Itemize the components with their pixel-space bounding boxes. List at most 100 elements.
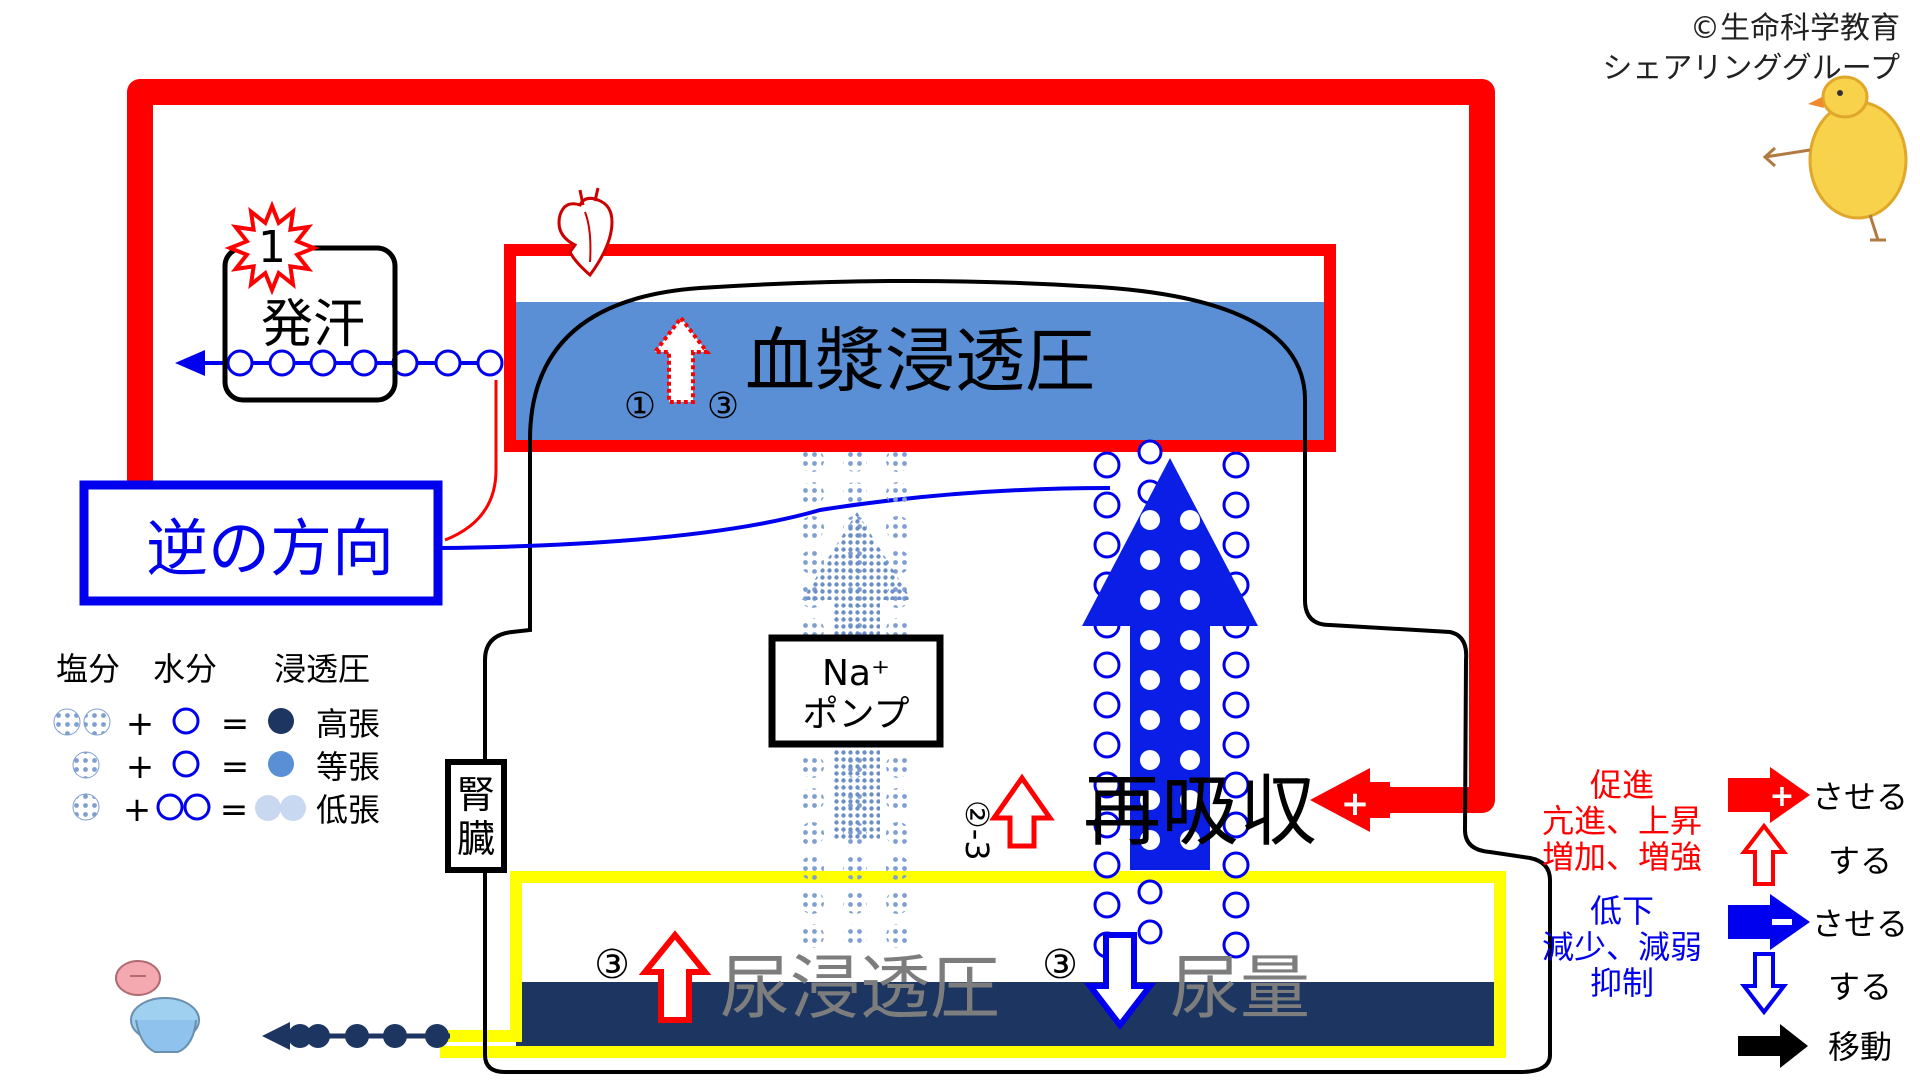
arrow-water-dot bbox=[1140, 750, 1160, 770]
legend-cause-up-arrow bbox=[1728, 767, 1810, 823]
kidney-outline bbox=[483, 278, 1552, 1074]
heart-icon bbox=[557, 187, 614, 278]
blue-connector bbox=[439, 486, 1111, 550]
legend-promote-do: する bbox=[1828, 842, 1892, 880]
legend-cause-down-arrow bbox=[1728, 894, 1810, 950]
arrow-water-dot bbox=[1140, 830, 1160, 850]
water-molecule bbox=[1137, 439, 1163, 465]
water-molecule bbox=[1222, 651, 1250, 679]
legend-row3-plus: + bbox=[123, 790, 152, 830]
legend-decrease-detail2: 抑制 bbox=[1590, 964, 1654, 1002]
water-molecule bbox=[1093, 451, 1121, 479]
water-droplet bbox=[226, 349, 254, 377]
legend-move-arrow bbox=[1738, 1024, 1808, 1068]
arrow-water-dot bbox=[1140, 670, 1160, 690]
legend-do-down-arrow bbox=[1739, 952, 1789, 1016]
red-connector bbox=[444, 380, 498, 542]
water-reabsorption-arrow bbox=[1082, 458, 1258, 870]
osmolarity-legend: 塩分 水分 浸透圧 + = 高張 + = 等張 + = 低張 bbox=[53, 650, 380, 830]
na-pump-box bbox=[768, 634, 944, 748]
plasma-fill bbox=[516, 302, 1324, 440]
urine-osm-label: 尿浸透圧 bbox=[720, 947, 1000, 1029]
water-molecule bbox=[1093, 531, 1121, 559]
water-molecule bbox=[1093, 771, 1121, 799]
sodium-particle bbox=[886, 754, 910, 778]
water-molecule bbox=[1093, 651, 1121, 679]
urine-vol-step: ③ bbox=[1042, 942, 1078, 988]
legend-row1-eq: = bbox=[221, 704, 250, 744]
water-molecule bbox=[1222, 931, 1250, 959]
sodium-particle bbox=[886, 482, 910, 506]
copyright-line2: シェアリンググループ bbox=[1602, 51, 1900, 86]
legend-row3-eq: = bbox=[220, 790, 249, 830]
sodium-particle bbox=[886, 890, 910, 914]
arrow-water-dot bbox=[1140, 790, 1160, 810]
arrow-water-dots bbox=[1140, 510, 1200, 850]
sodium-particle bbox=[886, 788, 910, 812]
legend-row1-result: 高張 bbox=[316, 705, 380, 743]
sodium-particle bbox=[843, 448, 867, 472]
sweat-arrowhead bbox=[175, 350, 205, 376]
legend-decrease-do: する bbox=[1828, 968, 1892, 1006]
water-molecule bbox=[1093, 731, 1121, 759]
water-molecule bbox=[1093, 691, 1121, 719]
legend-water-header: 水分 bbox=[153, 650, 217, 688]
water-droplet bbox=[350, 349, 378, 377]
sodium-particle bbox=[843, 482, 867, 506]
water-molecule bbox=[1093, 491, 1121, 519]
svg-text:+: + bbox=[1769, 779, 1794, 814]
legend-move-label: 移動 bbox=[1828, 1028, 1892, 1066]
water-molecule bbox=[1222, 851, 1250, 879]
sodium-particle bbox=[800, 856, 824, 880]
legend-decrease-title: 低下 bbox=[1590, 892, 1654, 930]
arrow-water-dot bbox=[1180, 790, 1200, 810]
water-molecule bbox=[1222, 891, 1250, 919]
sodium-particle bbox=[800, 482, 824, 506]
legend-do-up-arrow bbox=[1739, 822, 1789, 886]
legend-row2-plus: + bbox=[126, 747, 155, 787]
sodium-particle bbox=[886, 516, 910, 540]
effect-legend: 促進 亢進、上昇 増加、増強 + させる する 低下 減少、減弱 抑制 させる … bbox=[1542, 766, 1908, 1068]
arrow-water-dot bbox=[1180, 750, 1200, 770]
legend-decrease-cause: させる bbox=[1812, 905, 1908, 943]
sodium-particle bbox=[800, 788, 824, 812]
na-pump-line2: ポンプ bbox=[803, 694, 910, 735]
water-droplet bbox=[434, 349, 462, 377]
water-molecule bbox=[1137, 919, 1163, 945]
water-molecule bbox=[1093, 891, 1121, 919]
opposite-direction-box bbox=[79, 480, 443, 606]
plus-sign: + bbox=[1341, 784, 1370, 824]
sodium-particle bbox=[800, 516, 824, 540]
legend-decrease-detail1: 減少、減弱 bbox=[1542, 928, 1702, 966]
arrow-water-dot bbox=[1180, 830, 1200, 850]
arrow-water-dot bbox=[1180, 630, 1200, 650]
feedback-loop bbox=[127, 79, 1495, 813]
sodium-particle bbox=[843, 890, 867, 914]
copyright-line1: ©生命科学教育 bbox=[1690, 11, 1900, 46]
toilet-icon bbox=[115, 960, 200, 1053]
sodium-particle bbox=[800, 890, 824, 914]
legend-row1-plus: + bbox=[126, 704, 155, 744]
water-molecule bbox=[1093, 811, 1121, 839]
sodium-particle bbox=[800, 924, 824, 948]
sodium-particle bbox=[886, 856, 910, 880]
sweat-label: 発汗 bbox=[261, 295, 365, 355]
arrow-water-dot bbox=[1180, 670, 1200, 690]
urine-vol-down-arrow bbox=[1083, 932, 1157, 1030]
arrow-water-dot bbox=[1180, 510, 1200, 530]
legend-promote-title: 促進 bbox=[1590, 766, 1654, 804]
stimulate-arrowhead bbox=[1310, 768, 1370, 832]
arrow-water-dot bbox=[1140, 590, 1160, 610]
arrow-water-dot bbox=[1140, 710, 1160, 730]
sodium-particle bbox=[843, 856, 867, 880]
reabsorption-step: ②-3 bbox=[958, 800, 996, 861]
legend-salt-header: 塩分 bbox=[56, 650, 120, 688]
legend-row2-result: 等張 bbox=[316, 748, 380, 786]
sodium-particle bbox=[843, 924, 867, 948]
sodium-particle bbox=[800, 550, 824, 574]
plasma-step-1: ① bbox=[624, 386, 656, 427]
plasma-osmotic-label: 血漿浸透圧 bbox=[745, 320, 1095, 402]
legend-promote-detail1: 亢進、上昇 bbox=[1542, 802, 1702, 840]
reabsorption-label: 再吸収 bbox=[1083, 767, 1317, 857]
